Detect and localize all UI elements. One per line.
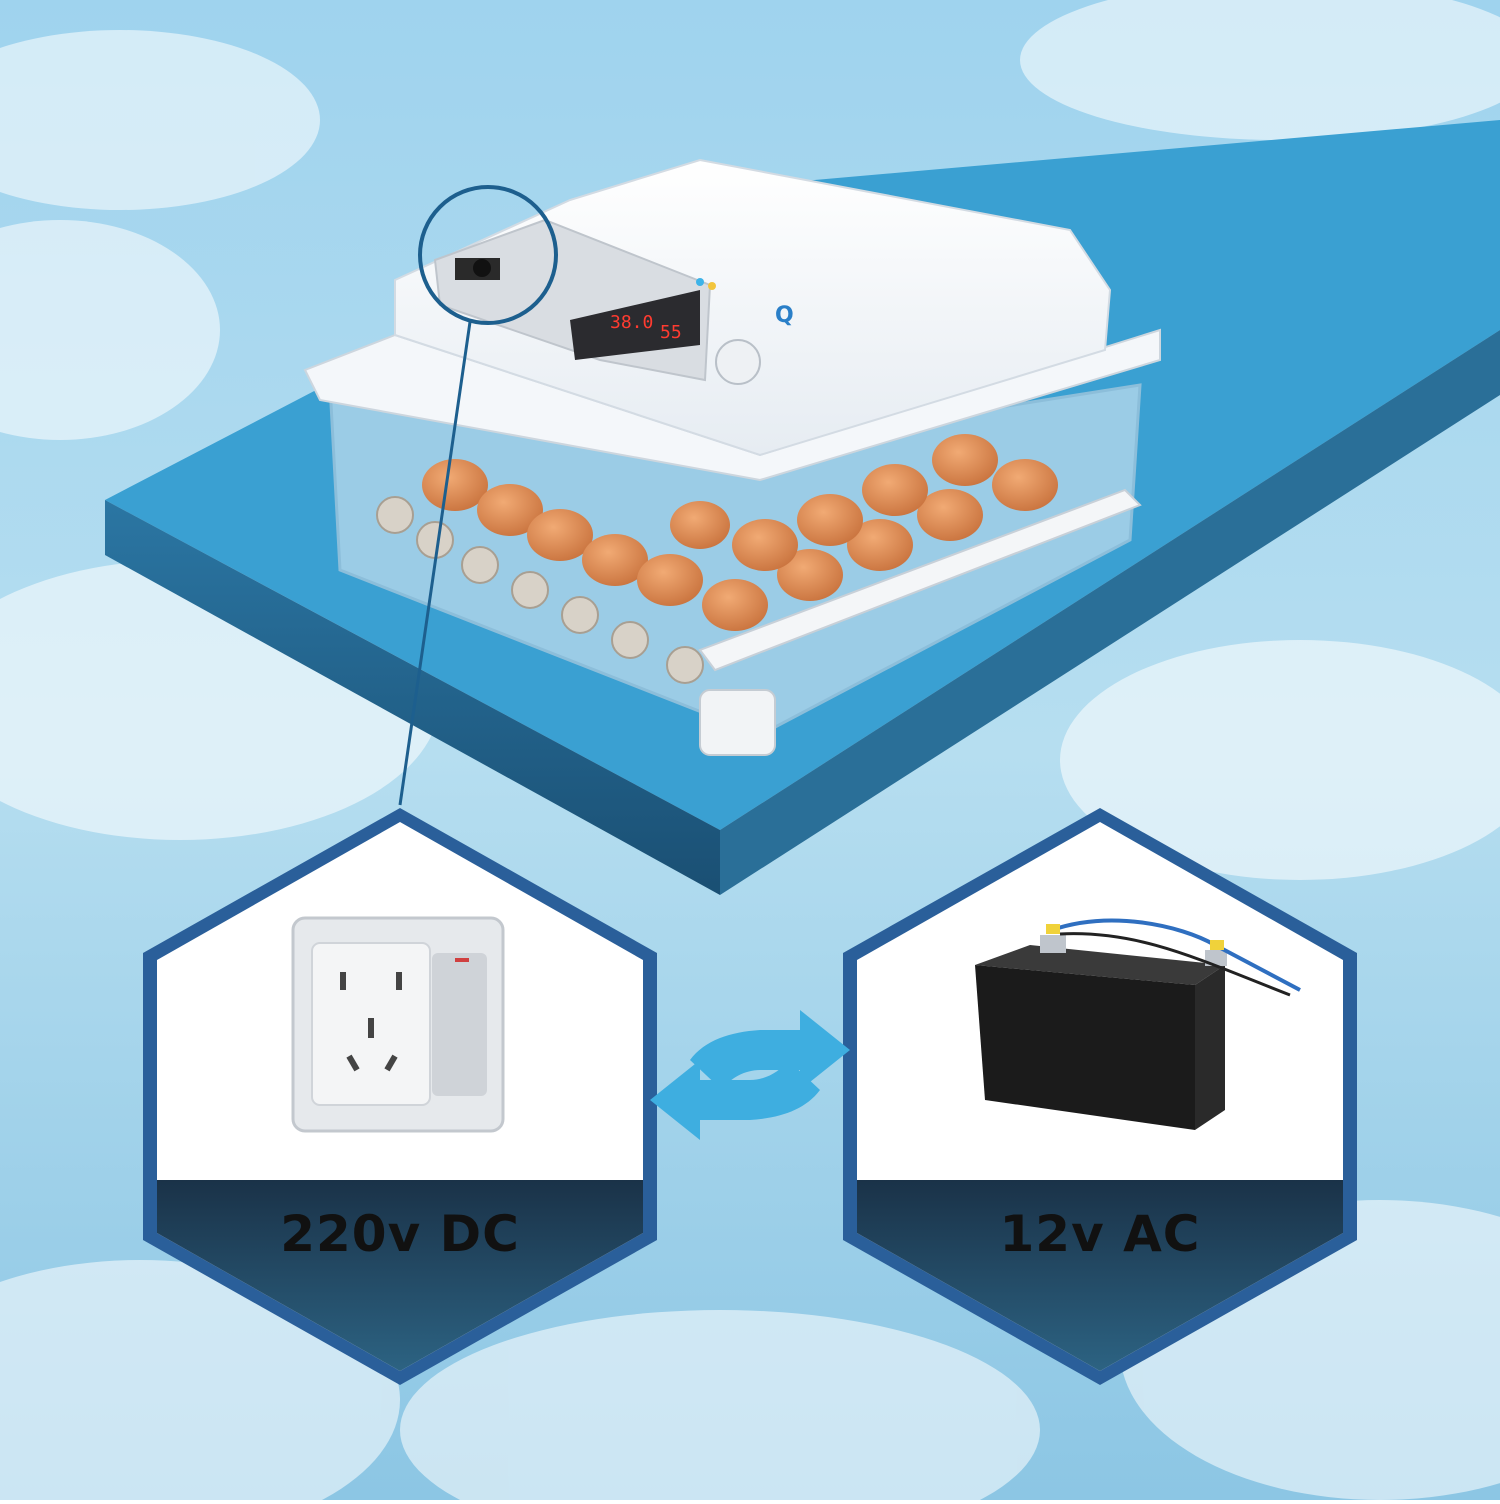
brand-logo: Q xyxy=(775,303,794,328)
digital-display xyxy=(570,290,700,360)
display-readouts: 38.0 55 xyxy=(610,312,682,343)
callout xyxy=(398,185,558,806)
round-button xyxy=(715,339,761,385)
power-option-socket xyxy=(143,808,657,1385)
humidity-readout: 55 xyxy=(660,322,682,343)
incubator: 38.0 55 Q xyxy=(303,158,1161,756)
temperature-readout: 38.0 xyxy=(610,312,653,333)
car-battery-icon xyxy=(975,918,1301,1130)
turning-gears xyxy=(376,496,704,684)
battery-voltage-label: 12v AC xyxy=(999,1205,1201,1263)
eggs xyxy=(422,434,1058,631)
power-jack xyxy=(473,259,491,277)
wall-socket-icon xyxy=(291,916,505,1133)
swap-arrows-icon xyxy=(650,1010,850,1140)
svg-text:Q: Q xyxy=(775,303,794,328)
socket-voltage-label: 220v DC xyxy=(280,1205,520,1263)
